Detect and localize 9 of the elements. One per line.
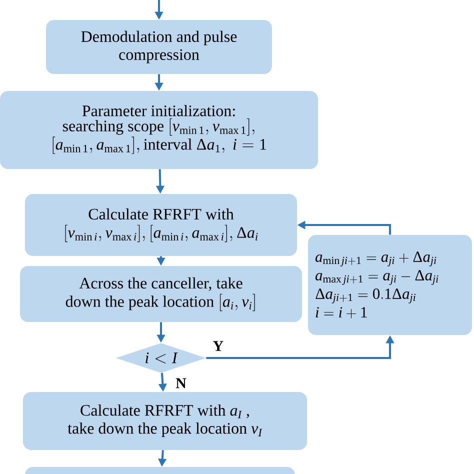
process-box: $\begin{array}{c}\text{Calculate RFRFT with}\\ {}[v_{\min i}, v_{\max i}], [a_{\min i}, a_{\max i}], \Delta a_i\end{array}$ (25, 194, 297, 256)
edge-label: Y (212, 340, 225, 352)
edge-label: N (174, 377, 188, 390)
process-box: $\begin{array}{c}\text{Calculate RFRFT with } a_I\text{ ,}\\ \text{take down the peak location } v_I\end{array}$ (23, 392, 307, 450)
process-box: Demodulation and pulse compression (46, 20, 272, 74)
process-box: $\begin{array}{c}\text{Across the canceller, take}\\ \text{down the peak location }[a_i, v_i]\end{array}$ (20, 266, 302, 322)
process-box: Parameter initialization: $\begin{array}{c}\text{searching scope }[v_{\min 1}, v_{\max 1}],\\ {}[a_{\min 1}, a_{\max 1}],\text{interval }\Delta a_1,\ i=1\end{array}$ (0, 91, 318, 169)
process-box: $a_{\min ji+1} = a_{ji} + \Delta a_{ji}$ $a_{\max ji+1} = a_{ji} - \Delta a_{ji}$ $\Delta a_{ji+1} = 0.1\Delta a_{ji}$ $i = i + 1$ (308, 235, 472, 335)
process-box (25, 467, 295, 474)
